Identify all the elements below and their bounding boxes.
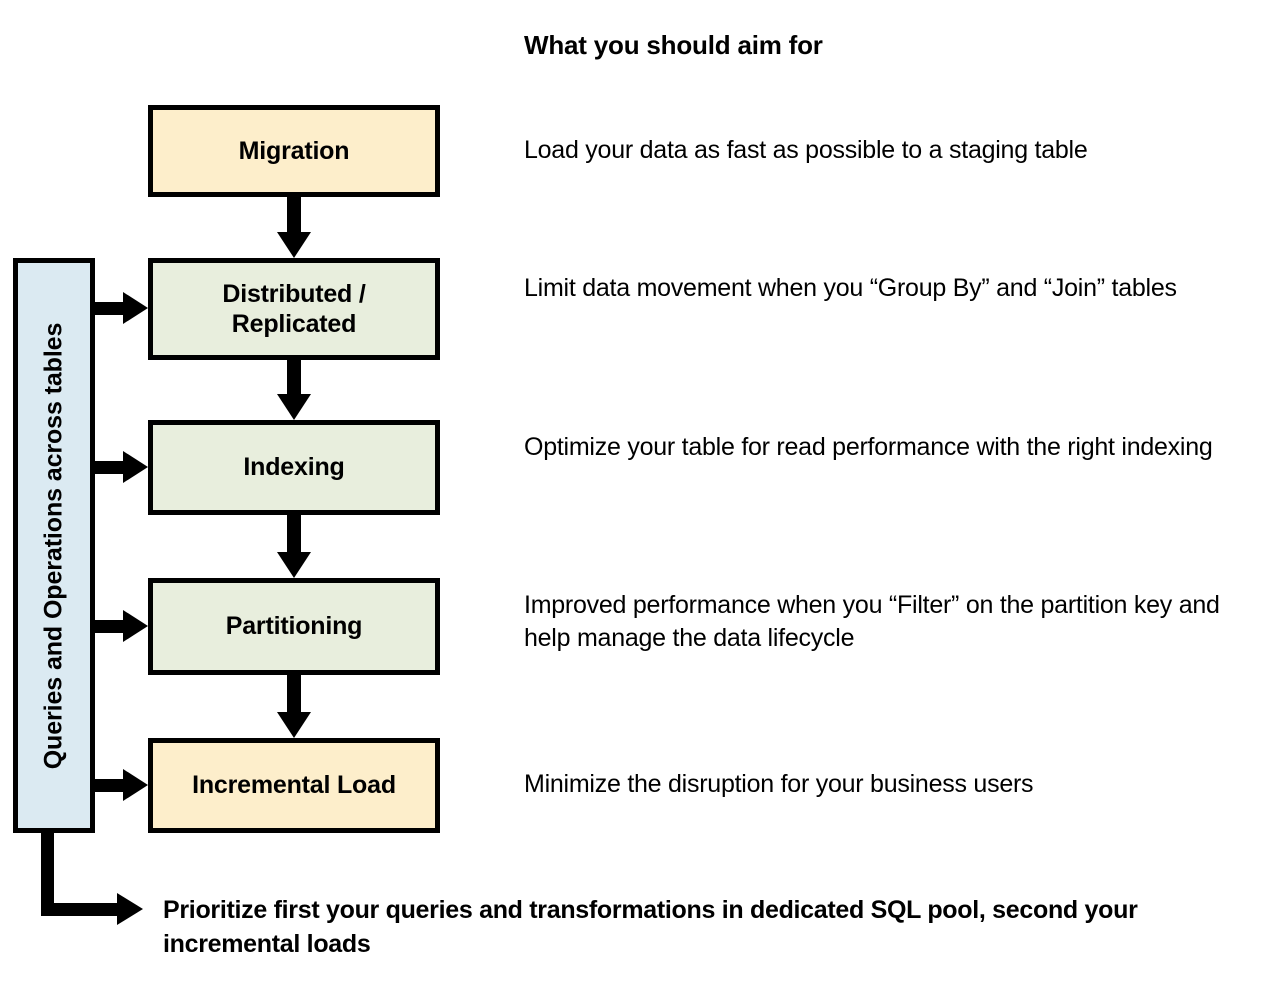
queries-operations-bar: Queries and Operations across tables xyxy=(13,258,95,833)
arrow-vertical-segment xyxy=(41,830,54,916)
arrow-horizontal-segment xyxy=(41,903,119,916)
step-label-distributed-replicated: Distributed / Replicated xyxy=(222,279,365,340)
step-box-distributed-replicated[interactable]: Distributed / Replicated xyxy=(148,258,440,360)
step-description-partitioning: Improved performance when you “Filter” o… xyxy=(524,591,1220,653)
arrow-head xyxy=(123,769,148,801)
arrow-bar-to-indexing-icon xyxy=(90,451,148,483)
arrow-head xyxy=(277,394,311,420)
step-description-migration: Load your data as fast as possible to a … xyxy=(524,136,1088,164)
arrow-stem xyxy=(287,515,301,552)
step-label-indexing: Indexing xyxy=(243,453,345,482)
step-box-indexing[interactable]: Indexing xyxy=(148,420,440,515)
arrow-indexing-to-partitioning-icon xyxy=(277,515,311,578)
arrow-head xyxy=(277,552,311,578)
queries-operations-label: Queries and Operations across tables xyxy=(39,322,68,769)
step-box-migration[interactable]: Migration xyxy=(148,105,440,197)
step-label-incremental-load: Incremental Load xyxy=(192,771,396,800)
arrow-stem xyxy=(90,620,124,633)
step-label-line-2: Replicated xyxy=(231,310,357,338)
arrow-bar-to-incremental-load-icon xyxy=(90,769,148,801)
arrow-stem xyxy=(90,302,124,315)
page-title: What you should aim for xyxy=(524,30,823,60)
step-description-distributed-replicated: Limit data movement when you “Group By” … xyxy=(524,274,1177,302)
arrow-migration-to-distributed-icon xyxy=(277,197,311,258)
arrow-head xyxy=(277,232,311,258)
step-description-indexing: Optimize your table for read performance… xyxy=(524,433,1213,461)
arrow-stem xyxy=(90,461,124,474)
step-label-line-1: Distributed / xyxy=(222,279,366,308)
arrow-head xyxy=(123,451,148,483)
step-description-incremental-load: Minimize the disruption for your busines… xyxy=(524,770,1034,798)
step-label-partitioning: Partitioning xyxy=(225,612,363,641)
arrow-head xyxy=(123,610,148,642)
arrow-head xyxy=(277,712,311,738)
arrow-bar-to-distributed-icon xyxy=(90,292,148,324)
arrow-bar-to-partitioning-icon xyxy=(90,610,148,642)
arrow-partitioning-to-incremental-load-icon xyxy=(277,675,311,738)
arrow-distributed-to-indexing-icon xyxy=(277,360,311,420)
arrow-stem xyxy=(287,360,301,394)
step-label-migration: Migration xyxy=(238,136,350,165)
arrow-stem xyxy=(287,197,301,232)
arrow-stem xyxy=(90,779,124,792)
step-box-incremental-load[interactable]: Incremental Load xyxy=(148,738,440,833)
arrow-head xyxy=(117,893,143,925)
conclusion-text: Prioritize first your queries and transf… xyxy=(163,896,1138,958)
arrow-head xyxy=(123,292,148,324)
step-box-partitioning[interactable]: Partitioning xyxy=(148,578,440,675)
arrow-stem xyxy=(287,675,301,712)
